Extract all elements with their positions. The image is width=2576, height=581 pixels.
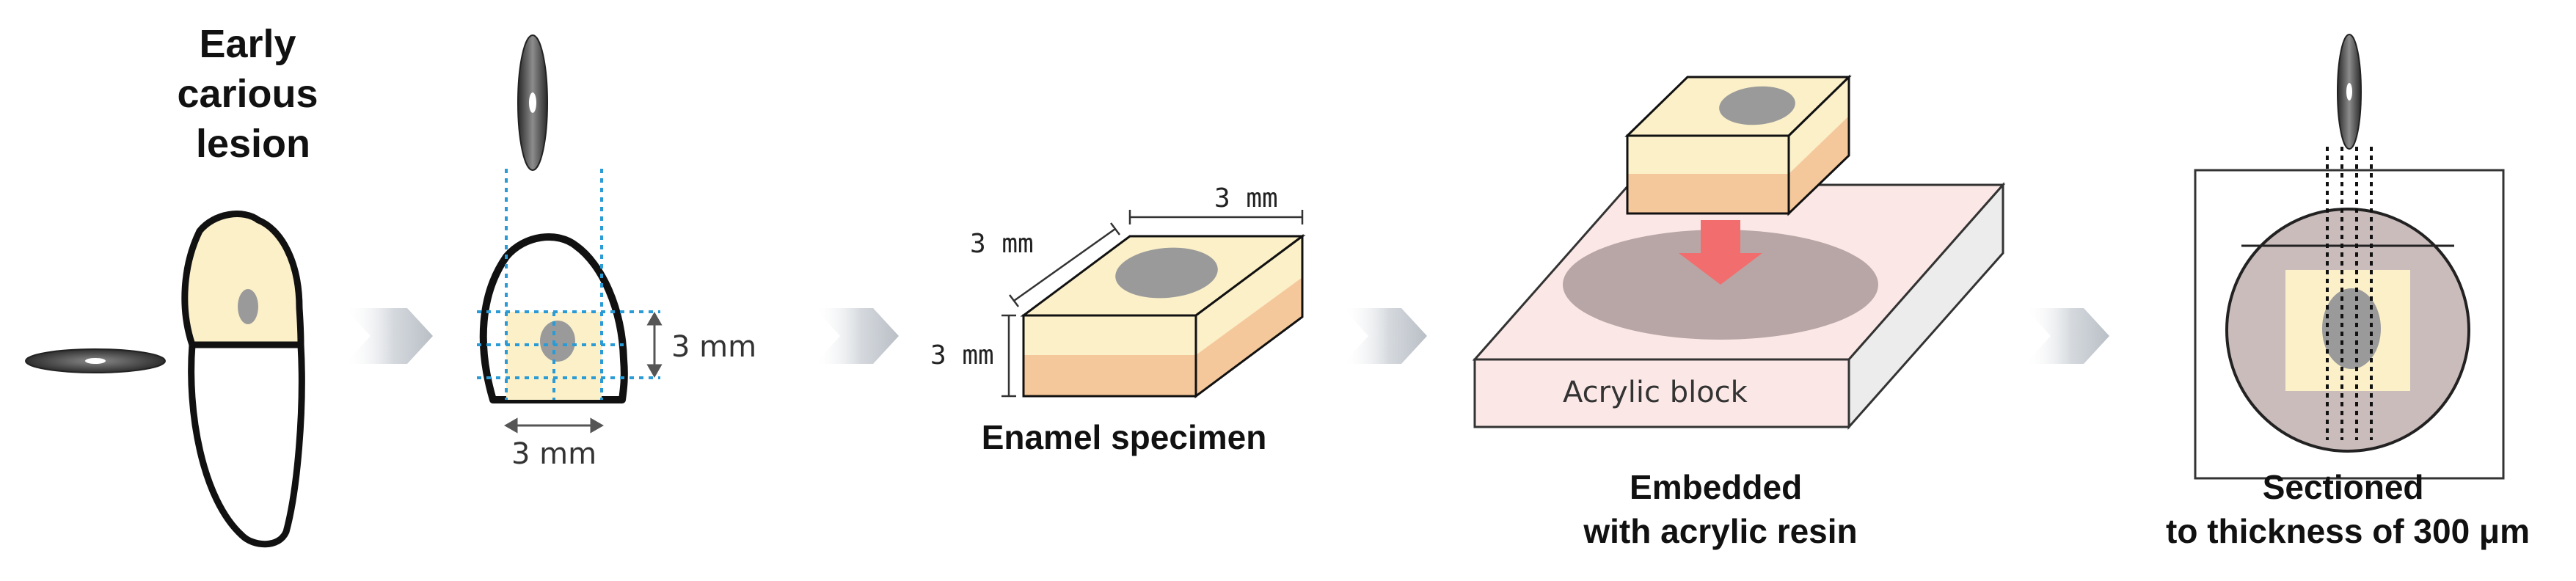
disc-blade-icon (25, 348, 166, 373)
vertical-blade-icon (517, 34, 548, 171)
process-arrow-3 (1343, 308, 1427, 364)
step-sectioning: Sectioned to thickness of 300 μm (2166, 34, 2530, 550)
section-lesion-spot (2322, 288, 2381, 369)
lesion-caption-line-1: Early (199, 22, 296, 66)
specimen-block-icon (1020, 234, 1306, 398)
step-embedding: Acrylic block Embedded with acrylic resi… (1472, 74, 2006, 550)
specimen-dim-top: 3 mm (1214, 183, 1278, 213)
sectioning-caption-line-1: Sectioned (2263, 468, 2424, 506)
sectioning-caption-line-2: to thickness of 300 μm (2166, 512, 2530, 550)
cut-dim-vertical: 3 mm (671, 330, 756, 364)
tooth-icon (181, 211, 305, 548)
process-arrow-4 (2025, 308, 2109, 364)
sectioning-caption: Sectioned to thickness of 300 μm (2166, 468, 2530, 550)
lesion-caption-line-2: carious (177, 72, 318, 116)
cutting-guides (477, 169, 660, 400)
embedding-caption-line-2: with acrylic resin (1583, 512, 1857, 550)
acrylic-block-icon (1472, 182, 2006, 430)
crown-icon (479, 233, 628, 403)
embed-arrow-icon (1679, 220, 1762, 285)
lesion-caption-line-3: lesion (196, 122, 310, 166)
embedding-caption: Embedded with acrylic resin (1583, 468, 1857, 550)
step-specimen: 3 mm 3 mm 3 mm Enamel specimen (930, 183, 1306, 456)
step-cutting: 3 mm 3 mm (477, 34, 756, 471)
specimen-lesion-spot (1115, 247, 1218, 299)
specimen-caption: Enamel specimen (982, 418, 1267, 456)
step-lesion: Early carious lesion (25, 22, 329, 548)
acrylic-block-label: Acrylic block (1563, 376, 1748, 409)
section-blade-icon (2337, 34, 2362, 150)
lesion-spot (238, 289, 258, 324)
floating-specimen-icon (1624, 74, 1852, 216)
sectioned-block-icon (2194, 169, 2505, 480)
process-arrow-2 (814, 308, 899, 364)
specimen-dim-lines (1001, 210, 1304, 398)
specimen-dim-depth: 3 mm (970, 229, 1034, 259)
process-arrow-1 (345, 308, 433, 364)
specimen-dim-height: 3 mm (930, 340, 994, 370)
embedding-caption-line-1: Embedded (1630, 468, 1802, 506)
cut-dim-lines (503, 311, 663, 434)
floating-lesion-spot (1719, 86, 1795, 125)
cut-lesion-spot (540, 321, 575, 362)
lesion-caption: Early carious lesion (177, 22, 329, 166)
cut-dim-horizontal: 3 mm (511, 437, 596, 471)
